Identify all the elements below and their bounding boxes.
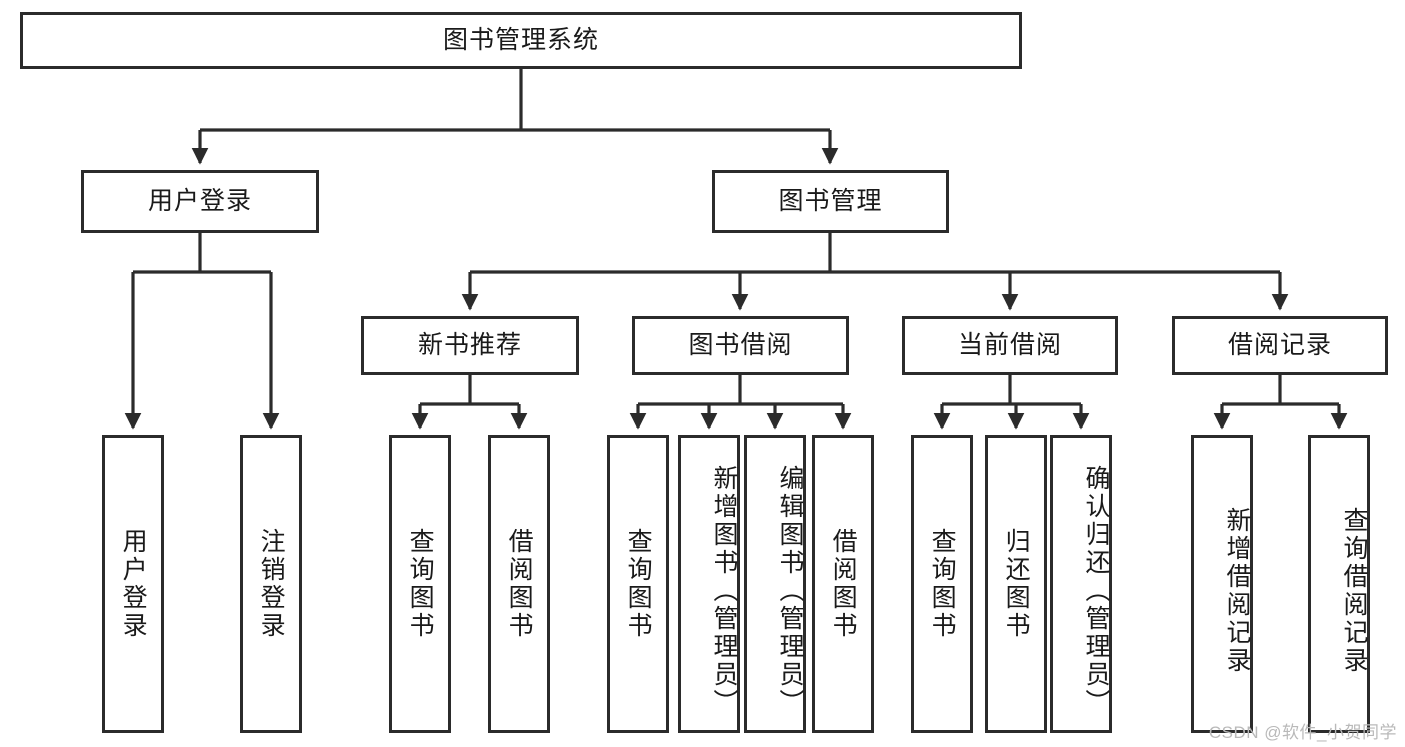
leaf-add-book-admin-label: 新增图书（管理员） xyxy=(710,465,738,717)
node-borrow-record-label: 借阅记录 xyxy=(1227,331,1332,360)
node-user-login-label: 用户登录 xyxy=(147,187,252,216)
leaf-return-book[interactable]: 归还图书 xyxy=(985,435,1047,733)
leaf-return-book-label: 归还图书 xyxy=(1002,528,1031,640)
node-book-management-label: 图书管理 xyxy=(778,187,883,216)
leaf-query-borrow-record-label: 查询借阅记录 xyxy=(1340,507,1368,675)
leaf-borrow-book-recommend[interactable]: 借阅图书 xyxy=(488,435,550,733)
leaf-add-borrow-record-label: 新增借阅记录 xyxy=(1223,507,1251,675)
leaf-query-book-borrow-label: 查询图书 xyxy=(624,528,653,640)
leaf-add-borrow-record[interactable]: 新增借阅记录 xyxy=(1191,435,1253,733)
node-root[interactable]: 图书管理系统 xyxy=(20,12,1022,69)
node-book-borrow-label: 图书借阅 xyxy=(688,331,793,360)
leaf-query-book-recommend[interactable]: 查询图书 xyxy=(389,435,451,733)
leaf-edit-book-admin-label: 编辑图书（管理员） xyxy=(776,465,804,717)
node-book-borrow[interactable]: 图书借阅 xyxy=(632,316,849,375)
leaf-user-login-label: 用户登录 xyxy=(119,528,148,640)
leaf-query-book-recommend-label: 查询图书 xyxy=(406,528,435,640)
leaf-query-book-current[interactable]: 查询图书 xyxy=(911,435,973,733)
node-borrow-record[interactable]: 借阅记录 xyxy=(1172,316,1388,375)
leaf-borrow-book-recommend-label: 借阅图书 xyxy=(505,528,534,640)
watermark: CSDN @软件_小贺同学 xyxy=(1208,723,1397,742)
leaf-confirm-return-admin[interactable]: 确认归还（管理员） xyxy=(1050,435,1112,733)
leaf-query-borrow-record[interactable]: 查询借阅记录 xyxy=(1308,435,1370,733)
leaf-borrow-book[interactable]: 借阅图书 xyxy=(812,435,874,733)
leaf-confirm-return-admin-label: 确认归还（管理员） xyxy=(1082,465,1110,717)
leaf-logout-label: 注销登录 xyxy=(257,528,286,640)
leaf-user-login[interactable]: 用户登录 xyxy=(102,435,164,733)
leaf-query-book-borrow[interactable]: 查询图书 xyxy=(607,435,669,733)
node-current-borrow-label: 当前借阅 xyxy=(957,331,1062,360)
node-new-book-recommend[interactable]: 新书推荐 xyxy=(361,316,579,375)
node-root-label: 图书管理系统 xyxy=(442,26,599,55)
leaf-query-book-current-label: 查询图书 xyxy=(928,528,957,640)
leaf-edit-book-admin[interactable]: 编辑图书（管理员） xyxy=(744,435,806,733)
node-user-login[interactable]: 用户登录 xyxy=(81,170,319,233)
node-current-borrow[interactable]: 当前借阅 xyxy=(902,316,1118,375)
leaf-borrow-book-label: 借阅图书 xyxy=(829,528,858,640)
node-new-book-recommend-label: 新书推荐 xyxy=(417,331,522,360)
leaf-logout[interactable]: 注销登录 xyxy=(240,435,302,733)
node-book-management[interactable]: 图书管理 xyxy=(712,170,949,233)
leaf-add-book-admin[interactable]: 新增图书（管理员） xyxy=(678,435,740,733)
